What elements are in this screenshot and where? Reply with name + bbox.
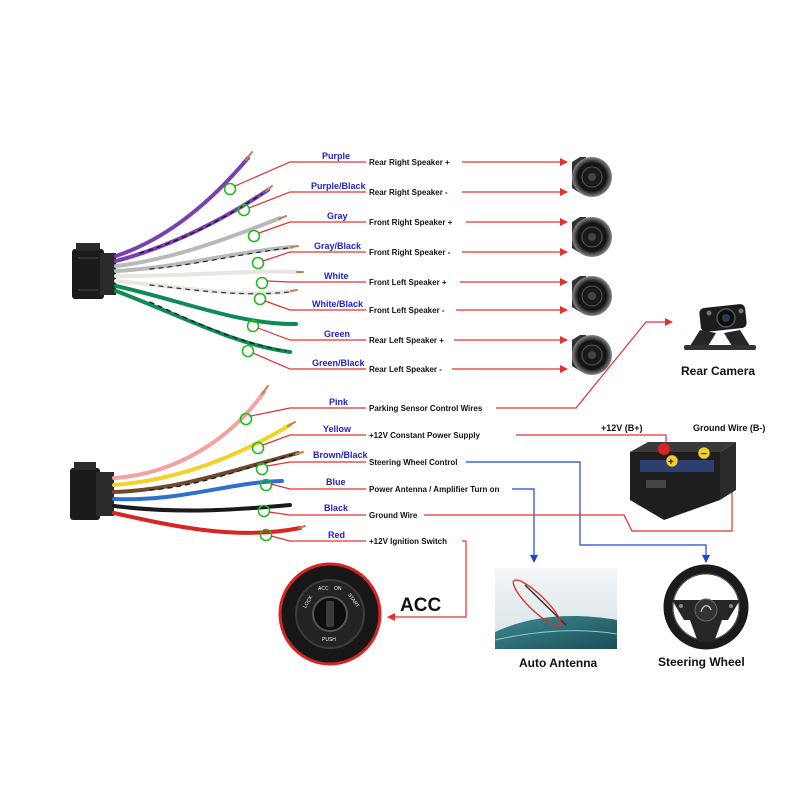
function-rear-right-plus: Rear Right Speaker + [369,158,450,167]
wire-red [112,511,302,535]
wire-green [114,284,298,327]
wire-gray [114,216,282,268]
power-harness-connector [70,462,114,520]
function-rear-right-minus: Rear Right Speaker - [369,188,448,197]
speaker-front-right-icon [572,217,612,257]
svg-text:−: − [701,449,707,460]
rear-camera-label: Rear Camera [681,364,755,378]
top-wire-markers [223,182,269,358]
battery-positive-label: +12V (B+) [601,423,643,433]
wire-label-black: Black [324,503,349,513]
route-acc [387,540,467,621]
battery-icon: + − [630,442,736,520]
top-wire-labels: Purple Purple/Black Gray Gray/Black Whit… [311,151,367,368]
function-power-antenna: Power Antenna / Amplifier Turn on [369,485,499,494]
speaker-arrows [452,158,568,373]
wire-blue [112,479,284,502]
steering-wheel-label: Steering Wheel [658,655,745,669]
wire-brown-black [112,451,300,494]
wire-label-red: Red [328,530,345,540]
speaker-front-left-icon [572,276,612,316]
top-leader-lines [234,161,366,370]
function-front-right-minus: Front Right Speaker - [369,248,451,257]
speaker-harness-connector [72,243,116,299]
wire-label-gray-black: Gray/Black [314,241,362,251]
steering-wheel-icon [663,564,749,650]
battery-ground-label: Ground Wire (B-) [693,423,765,433]
wire-label-yellow: Yellow [323,424,352,434]
route-parking-camera [496,318,673,409]
wire-pink [112,390,266,480]
route-steering-control [466,461,710,563]
svg-text:+: + [668,457,674,468]
wire-label-brown-black: Brown/Black [313,450,369,460]
speaker-wires [114,151,304,354]
ignition-push-text: PUSH [322,637,336,643]
top-function-labels: Rear Right Speaker + Rear Right Speaker … [369,158,453,374]
wire-green-black [114,289,292,354]
auto-antenna-photo [494,568,618,649]
rear-camera-icon [684,304,756,350]
routing-lines [387,318,736,621]
wire-gray-black [114,245,294,273]
function-constant-power: +12V Constant Power Supply [369,431,480,440]
acc-label: ACC [400,595,441,616]
speaker-rear-right-icon [572,157,612,197]
route-ground [424,451,736,532]
power-wires [112,385,306,535]
wire-label-green: Green [324,329,350,339]
speaker-rear-left-icon [572,335,612,375]
function-front-right-plus: Front Right Speaker + [369,218,453,227]
wire-white-black [114,279,294,296]
auto-antenna-label: Auto Antenna [519,656,598,670]
wire-label-purple: Purple [322,151,350,161]
wire-label-green-black: Green/Black [312,358,366,368]
wire-black [112,503,292,513]
wire-label-white-black: White/Black [312,299,364,309]
function-rear-left-plus: Rear Left Speaker + [369,336,444,345]
function-front-left-minus: Front Left Speaker - [369,306,445,315]
ignition-switch-photo: LOCK ACC ON START PUSH [278,562,382,666]
route-antenna [512,488,538,563]
wire-purple [114,156,250,258]
ignition-on-text: ON [334,586,342,592]
wire-label-blue: Blue [326,477,346,487]
function-front-left-plus: Front Left Speaker + [369,278,447,287]
wire-label-white: White [324,271,349,281]
wire-label-pink: Pink [329,397,349,407]
function-parking-sensor: Parking Sensor Control Wires [369,404,483,413]
wire-label-purple-black: Purple/Black [311,181,367,191]
wire-white [114,269,300,279]
function-ignition-switch: +12V Ignition Switch [369,537,447,546]
ignition-acc-text: ACC [318,586,329,592]
bottom-leader-lines [250,407,366,542]
bottom-wire-markers [239,412,273,542]
wire-label-gray: Gray [327,211,348,221]
bottom-function-labels: Parking Sensor Control Wires +12V Consta… [369,404,499,546]
bottom-wire-labels: Pink Yellow Brown/Black Blue Black Red [313,397,369,540]
function-rear-left-minus: Rear Left Speaker - [369,365,442,374]
wire-yellow [112,423,292,487]
function-ground-wire: Ground Wire [369,511,418,520]
function-steering-wheel-control: Steering Wheel Control [369,458,457,467]
